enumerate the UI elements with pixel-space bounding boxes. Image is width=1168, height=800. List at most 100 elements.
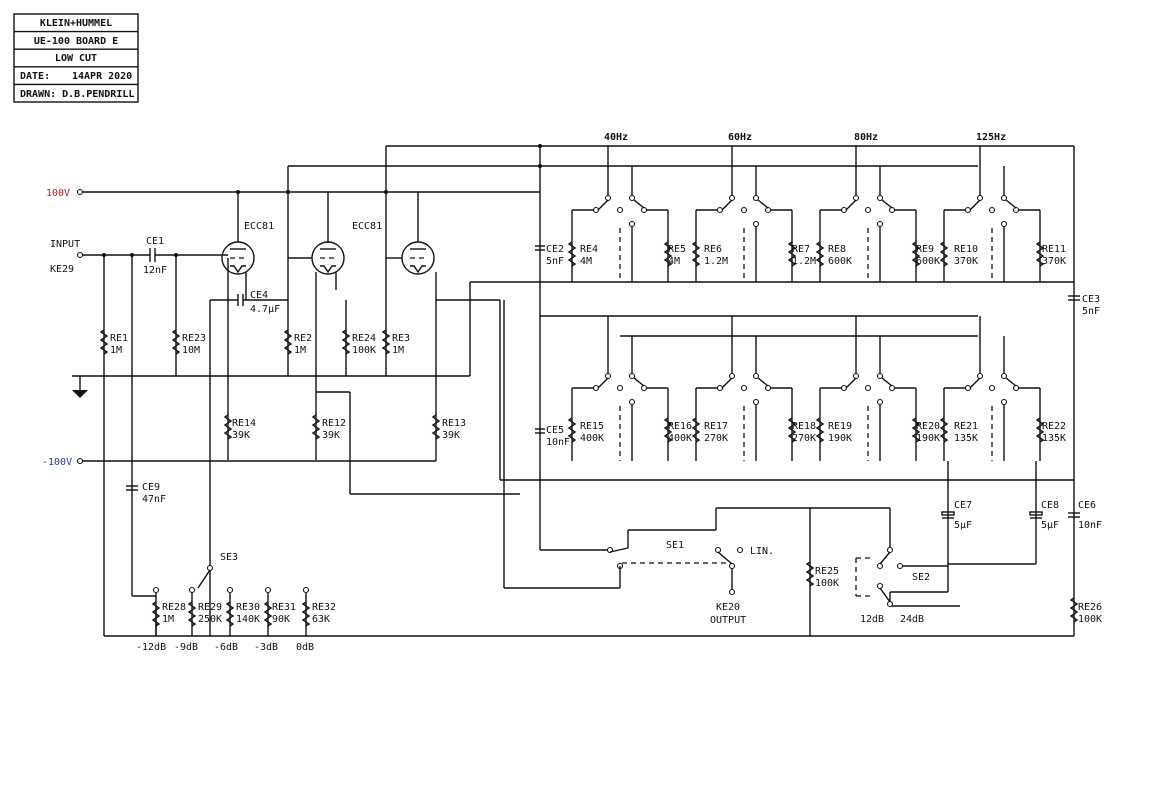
re31-name: RE31 <box>272 602 296 613</box>
se3-resistor <box>301 601 311 627</box>
lower-switch-contact <box>1012 384 1020 392</box>
re11-name: RE11 <box>1042 244 1066 255</box>
ce6-value: 10nF <box>1078 520 1102 531</box>
lower-switch-contact <box>628 372 636 380</box>
re16-name: RE16 <box>668 421 692 432</box>
title-drawn: DRAWN: D.B.PENDRILL <box>20 89 134 100</box>
se3-resistor <box>225 601 235 627</box>
upper-switch-contact <box>716 206 724 214</box>
se2-12db-label: 12dB <box>860 614 884 625</box>
power-rails: 100V -100V <box>42 188 540 468</box>
input-label: INPUT <box>50 239 80 250</box>
ce8-name: CE8 <box>1041 500 1059 511</box>
re5-name: RE5 <box>668 244 686 255</box>
re22-name: RE22 <box>1042 421 1066 432</box>
upper-switch-contact <box>616 206 624 214</box>
switch-se2: SE2 12dB 24dB <box>855 508 960 625</box>
re21-name: RE21 <box>954 421 978 432</box>
tube1-label: ECC81 <box>244 221 274 232</box>
freq-80hz: 80Hz <box>854 132 878 143</box>
lower-switch-contact <box>764 384 772 392</box>
re13-name: RE13 <box>442 418 466 429</box>
re8-value: 600K <box>828 256 852 267</box>
upper-switch-contact <box>840 206 848 214</box>
re15-value: 400K <box>580 433 604 444</box>
re19-value: 190K <box>828 433 852 444</box>
lower-resistor <box>1035 417 1045 443</box>
lower-switch-contact <box>752 398 760 406</box>
title-board: UE-100 BOARD E <box>34 36 118 47</box>
ce9-value: 47nF <box>142 494 166 505</box>
re3-value: 1M <box>392 345 404 356</box>
ce3-value: 5nF <box>1082 306 1100 317</box>
upper-switch-contact <box>888 206 896 214</box>
re25-value: 100K <box>815 578 839 589</box>
re26-value: 100K <box>1078 614 1102 625</box>
lower-switch-contact <box>752 372 760 380</box>
lower-switch-contact <box>628 398 636 406</box>
input-section: INPUT KE29 CE1 12nF <box>50 236 470 636</box>
se3-level-minus3: -3dB <box>254 642 278 653</box>
re24-name: RE24 <box>352 333 376 344</box>
ce3-name: CE3 <box>1082 294 1100 305</box>
freq-40hz: 40Hz <box>604 132 628 143</box>
re10-value: 370K <box>954 256 978 267</box>
lower-switch-contact <box>876 398 884 406</box>
se3-tap-contact <box>226 586 234 594</box>
lower-switch-contact <box>852 372 860 380</box>
re1-value: 1M <box>110 345 122 356</box>
re8-name: RE8 <box>828 244 846 255</box>
ce7-name: CE7 <box>954 500 972 511</box>
upper-switch-contact <box>964 206 972 214</box>
ce8-value: 5μF <box>1041 520 1059 531</box>
re6-name: RE6 <box>704 244 722 255</box>
ce2-value: 5nF <box>546 256 564 267</box>
re25-name: RE25 <box>815 566 839 577</box>
upper-switch-contact <box>852 194 860 202</box>
resistor-re1: RE1 1M <box>99 329 128 356</box>
output-label: OUTPUT <box>710 615 746 626</box>
upper-switch-contact <box>864 206 872 214</box>
caps-output-section: CE7 5μF CE8 5μF CE6 10nF <box>941 461 1102 592</box>
lower-switch-contact <box>616 384 624 392</box>
se3-tap-contact <box>302 586 310 594</box>
upper-switch-contact <box>764 206 772 214</box>
upper-switch-contact <box>604 194 612 202</box>
re20-name: RE20 <box>916 421 940 432</box>
lower-switch-contact <box>604 372 612 380</box>
se3-resistor <box>187 601 197 627</box>
ce2-name: CE2 <box>546 244 564 255</box>
ce1-value: 12nF <box>143 265 167 276</box>
re32-value: 63K <box>312 614 330 625</box>
lower-switch-contact <box>728 372 736 380</box>
re28-name: RE28 <box>162 602 186 613</box>
upper-switch-contact <box>876 194 884 202</box>
title-date-label: DATE: <box>20 71 50 82</box>
cap-ce3: CE3 5nF <box>1068 294 1100 317</box>
re4-value: 4M <box>580 256 592 267</box>
re17-value: 270K <box>704 433 728 444</box>
re23-value: 10M <box>182 345 200 356</box>
ce5-value: 10nF <box>546 437 570 448</box>
se3-tap-contact <box>152 586 160 594</box>
lin-label: LIN. <box>750 546 774 557</box>
re5-value: 4M <box>668 256 680 267</box>
cap-ce4: CE4 4.7μF <box>209 290 288 636</box>
se3-level-minus12: -12dB <box>136 642 166 653</box>
output-connector-label: KE20 <box>716 602 740 613</box>
re14-value: 39K <box>232 430 250 441</box>
filter-bank-lower: CE5 10nF RE15 400K RE16 400K RE17 270K R… <box>535 315 1066 461</box>
se3-level-minus6: -6dB <box>214 642 238 653</box>
upper-resistor <box>663 241 673 267</box>
upper-resistor <box>787 241 797 267</box>
upper-switch-contact <box>752 220 760 228</box>
se2-label: SE2 <box>912 572 930 583</box>
ce1-name: CE1 <box>146 236 164 247</box>
re12-value: 39K <box>322 430 340 441</box>
upper-switch-contact <box>1000 194 1008 202</box>
lower-switch-contact <box>716 384 724 392</box>
re3-name: RE3 <box>392 333 410 344</box>
re4-name: RE4 <box>580 244 598 255</box>
lower-resistor <box>911 417 921 443</box>
